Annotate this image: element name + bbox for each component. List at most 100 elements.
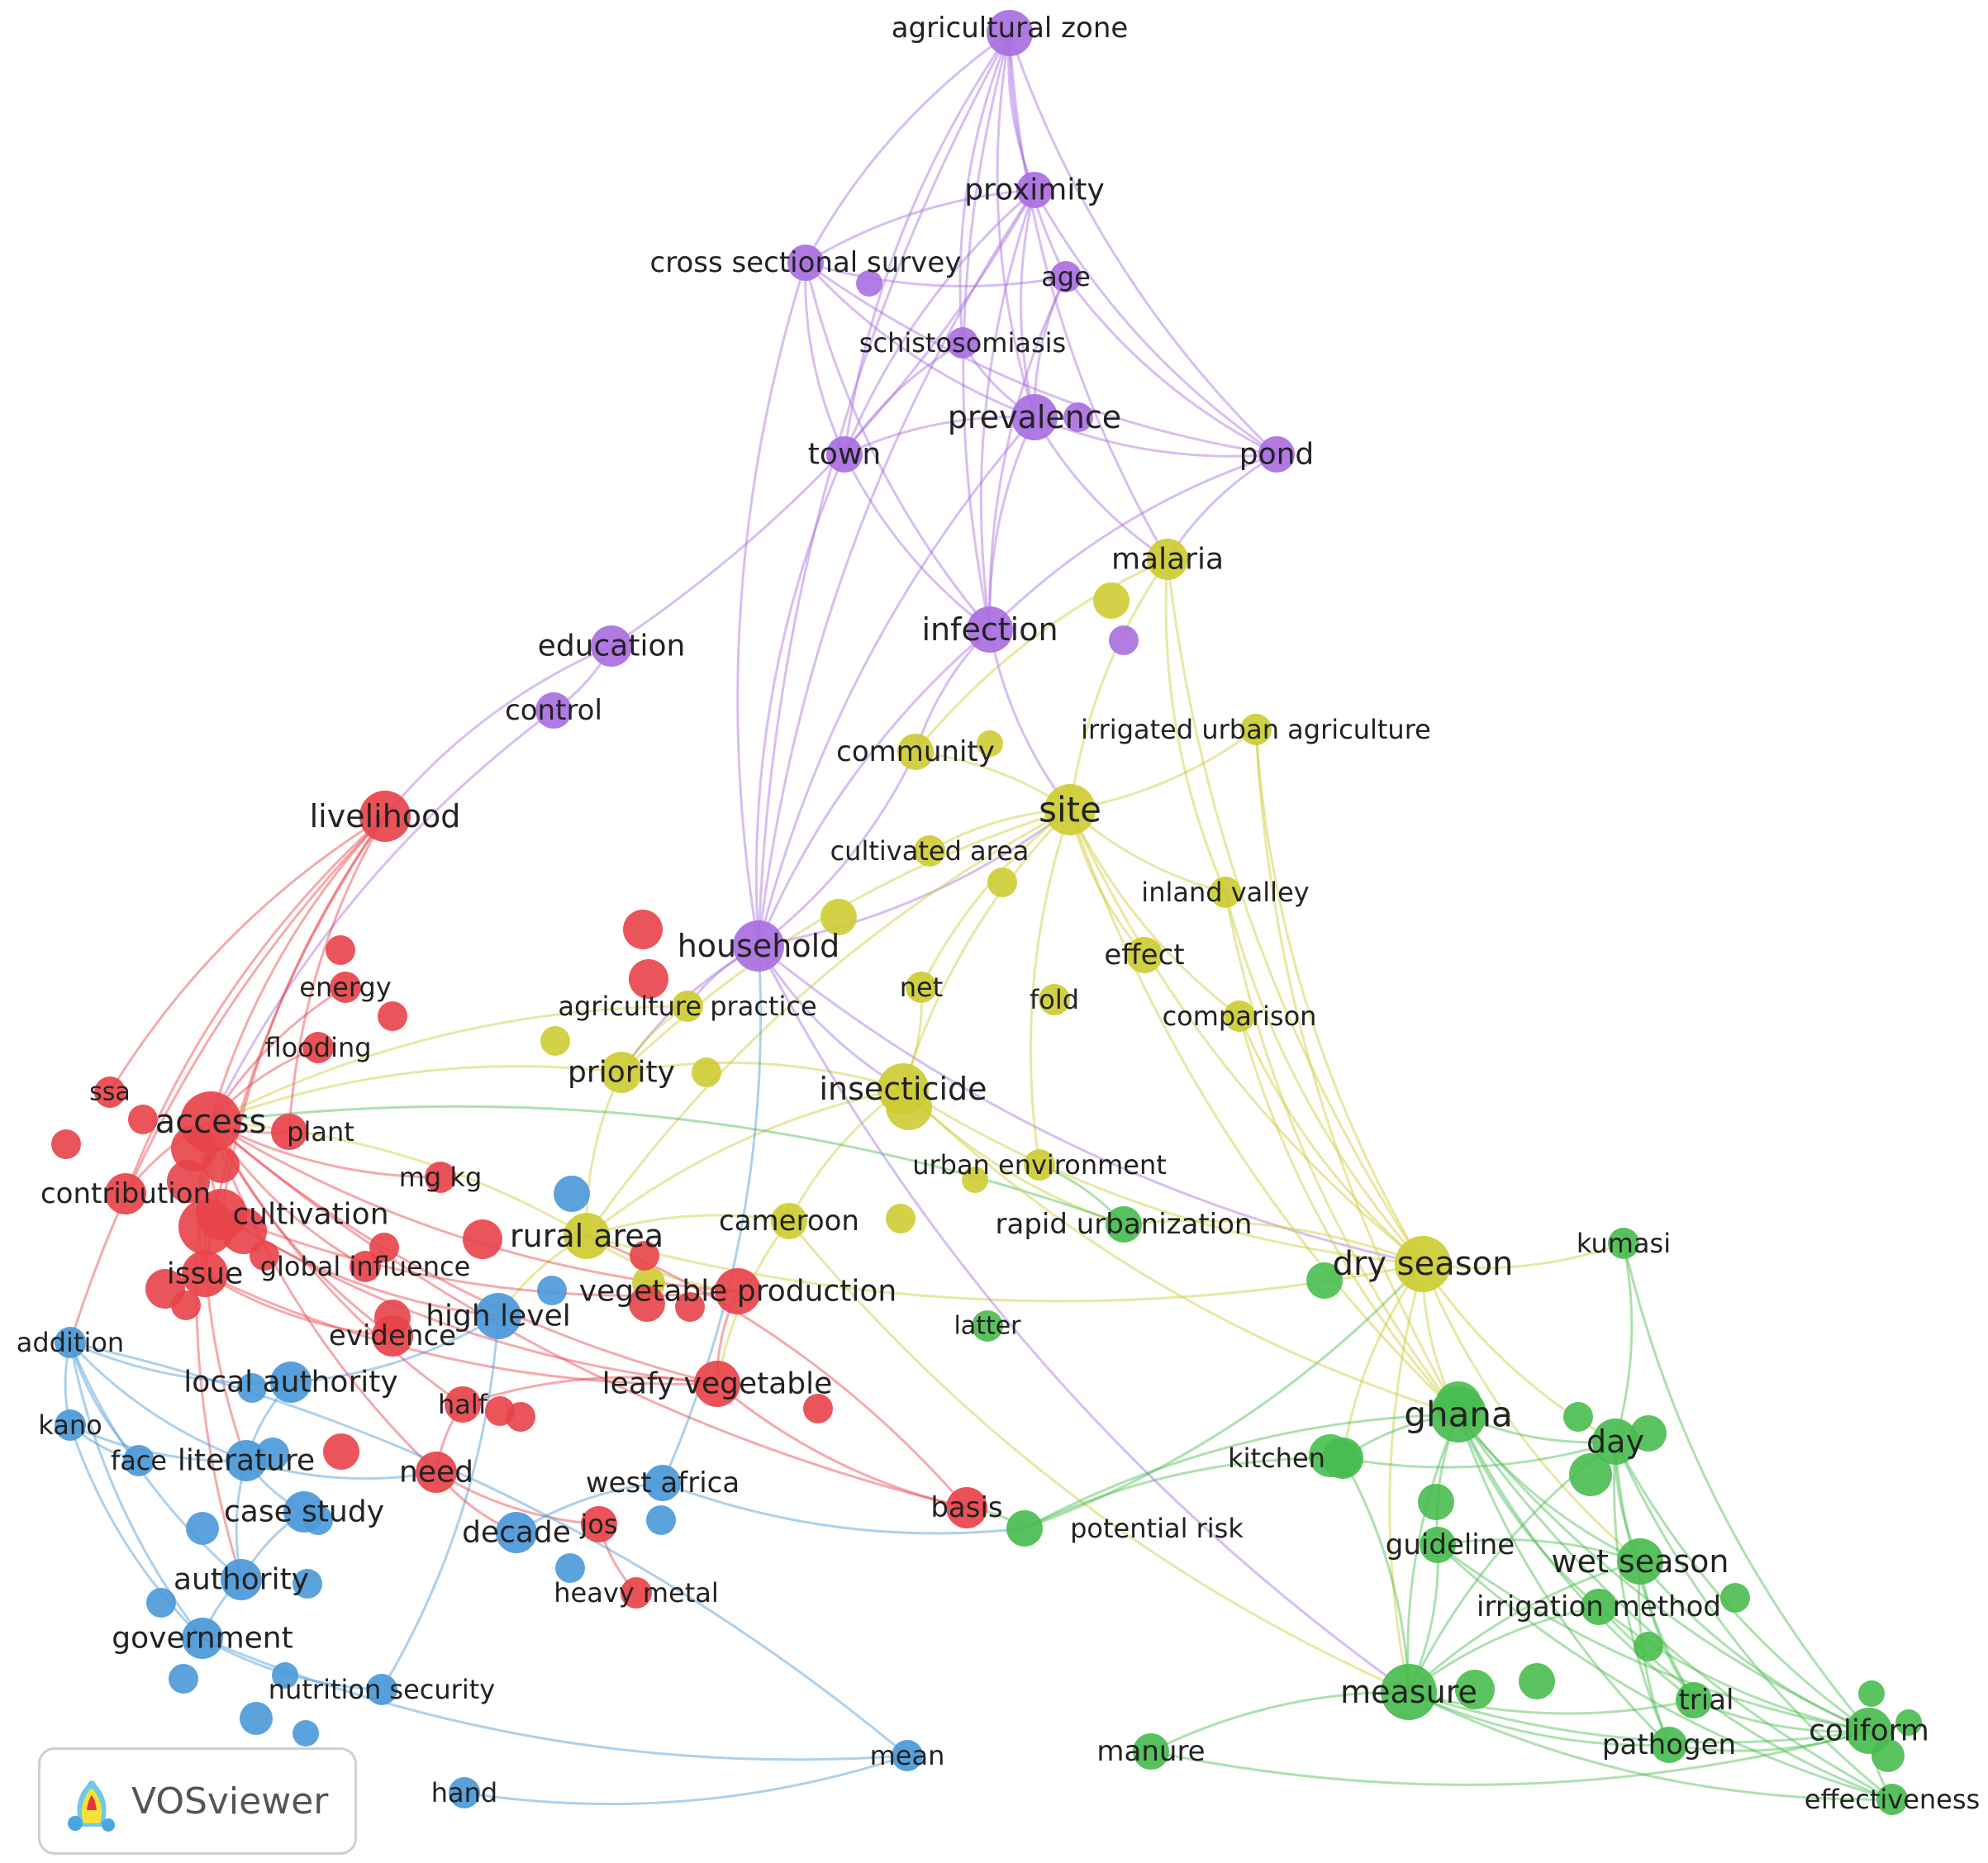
node-evidence[interactable] [372, 1315, 413, 1357]
node-authority[interactable] [221, 1559, 262, 1600]
node-vegetable-production[interactable] [715, 1268, 761, 1314]
node-rural-area[interactable] [564, 1213, 610, 1259]
node-town[interactable] [826, 436, 863, 473]
unlabeled-node[interactable] [506, 1402, 535, 1432]
label-vegetable-production[interactable]: vegetable production [579, 1275, 897, 1309]
label-prevalence[interactable]: prevalence [948, 399, 1121, 435]
label-flooding[interactable]: flooding [264, 1032, 371, 1063]
vosviewer-logo[interactable]: VOSviewer [38, 1747, 357, 1855]
unlabeled-node[interactable] [646, 1505, 676, 1535]
unlabeled-node[interactable] [554, 1176, 590, 1212]
label-literature[interactable]: literature [178, 1444, 315, 1478]
node-kumasi[interactable] [1608, 1228, 1639, 1259]
node-nutrition-security[interactable] [366, 1674, 397, 1705]
node-government[interactable] [182, 1618, 223, 1659]
label-issue[interactable]: issue [167, 1257, 243, 1291]
node-livelihood[interactable] [359, 791, 411, 842]
label-town[interactable]: town [808, 438, 881, 472]
unlabeled-node[interactable] [1455, 1670, 1495, 1709]
label-case-study[interactable]: case study [224, 1495, 384, 1529]
node-dry-season[interactable] [1395, 1236, 1451, 1292]
unlabeled-node[interactable] [886, 1204, 916, 1233]
unlabeled-node[interactable] [186, 1512, 219, 1545]
node-mg-kg[interactable] [425, 1162, 456, 1193]
label-age[interactable]: age [1041, 261, 1091, 292]
node-household[interactable] [733, 920, 784, 972]
node-addition[interactable] [55, 1327, 86, 1358]
unlabeled-node[interactable] [171, 1290, 201, 1320]
label-pathogen[interactable]: pathogen [1602, 1728, 1736, 1761]
label-face[interactable]: face [111, 1445, 167, 1476]
node-schistosomiasis[interactable] [947, 327, 978, 359]
unlabeled-node[interactable] [1858, 1680, 1885, 1707]
label-ghana[interactable]: ghana [1404, 1395, 1512, 1435]
label-cultivation[interactable]: cultivation [232, 1198, 388, 1232]
label-cross-sectional-survey[interactable]: cross sectional survey [650, 246, 962, 279]
unlabeled-node[interactable] [1895, 1709, 1922, 1736]
node-coliform[interactable] [1846, 1708, 1892, 1754]
label-priority[interactable]: priority [568, 1056, 675, 1090]
label-contribution[interactable]: contribution [40, 1177, 211, 1210]
node-half[interactable] [445, 1386, 481, 1423]
label-guideline[interactable]: guideline [1386, 1528, 1515, 1561]
label-urban-environment[interactable]: urban environment [912, 1149, 1167, 1181]
unlabeled-node[interactable] [463, 1219, 502, 1259]
node-jos[interactable] [581, 1506, 617, 1542]
label-decade[interactable]: decade [462, 1516, 571, 1550]
unlabeled-node[interactable] [1563, 1402, 1593, 1432]
label-leafy-vegetable[interactable]: leafy vegetable [602, 1367, 833, 1401]
node-proximity[interactable] [1016, 172, 1053, 208]
label-inland-valley[interactable]: inland valley [1141, 877, 1309, 908]
unlabeled-node[interactable] [537, 1276, 567, 1305]
node-potential-risk[interactable] [1006, 1510, 1043, 1547]
node-insecticide[interactable] [877, 1063, 929, 1114]
node-inland-valley[interactable] [1210, 877, 1241, 908]
unlabeled-node[interactable] [1630, 1415, 1667, 1452]
unlabeled-node[interactable] [962, 1167, 988, 1193]
node-guideline[interactable] [1420, 1527, 1456, 1563]
node-contribution[interactable] [105, 1173, 146, 1214]
label-irrigation-method[interactable]: irrigation method [1477, 1590, 1721, 1623]
label-household[interactable]: household [678, 928, 840, 964]
unlabeled-node[interactable] [272, 1662, 298, 1689]
node-basis[interactable] [946, 1487, 987, 1528]
node-heavy-metal[interactable] [621, 1577, 652, 1609]
node-prevalence[interactable] [1011, 394, 1058, 440]
label-day[interactable]: day [1586, 1423, 1644, 1460]
unlabeled-node[interactable] [51, 1129, 81, 1159]
unlabeled-node[interactable] [540, 1026, 570, 1056]
label-comparison[interactable]: comparison [1163, 1000, 1317, 1032]
node-cross-sectional-survey[interactable] [787, 245, 824, 281]
node-community[interactable] [897, 734, 934, 770]
node-ghana[interactable] [1430, 1386, 1486, 1442]
node-comparison[interactable] [1224, 1000, 1255, 1032]
unlabeled-node[interactable] [323, 1433, 359, 1470]
node-age[interactable] [1050, 261, 1082, 292]
node-high-level[interactable] [475, 1293, 521, 1339]
label-measure[interactable]: measure [1340, 1674, 1477, 1710]
unlabeled-node[interactable] [675, 1292, 705, 1322]
node-issue[interactable] [182, 1251, 228, 1297]
label-livelihood[interactable]: livelihood [310, 798, 461, 834]
label-energy[interactable]: energy [299, 972, 392, 1003]
label-education[interactable]: education [538, 630, 686, 663]
unlabeled-node[interactable] [1569, 1453, 1612, 1496]
unlabeled-node[interactable] [1306, 1262, 1343, 1299]
unlabeled-node[interactable] [369, 1233, 399, 1262]
node-decade[interactable] [496, 1512, 537, 1553]
label-authority[interactable]: authority [174, 1563, 309, 1597]
node-kitchen[interactable] [1322, 1438, 1363, 1479]
unlabeled-node[interactable] [1418, 1484, 1454, 1520]
node-irrigation-method[interactable] [1581, 1589, 1617, 1625]
node-leafy-vegetable[interactable] [694, 1361, 740, 1407]
unlabeled-node[interactable] [250, 1241, 279, 1271]
label-net[interactable]: net [900, 972, 944, 1003]
label-effect[interactable]: effect [1104, 939, 1184, 972]
node-hand[interactable] [449, 1777, 480, 1808]
node-malaria[interactable] [1147, 539, 1188, 580]
unlabeled-node[interactable] [146, 1588, 176, 1618]
label-rapid-urbanization[interactable]: rapid urbanization [996, 1208, 1253, 1241]
unlabeled-node[interactable] [977, 730, 1003, 757]
node-cultivated-area[interactable] [914, 835, 945, 867]
node-pond[interactable] [1258, 436, 1295, 473]
